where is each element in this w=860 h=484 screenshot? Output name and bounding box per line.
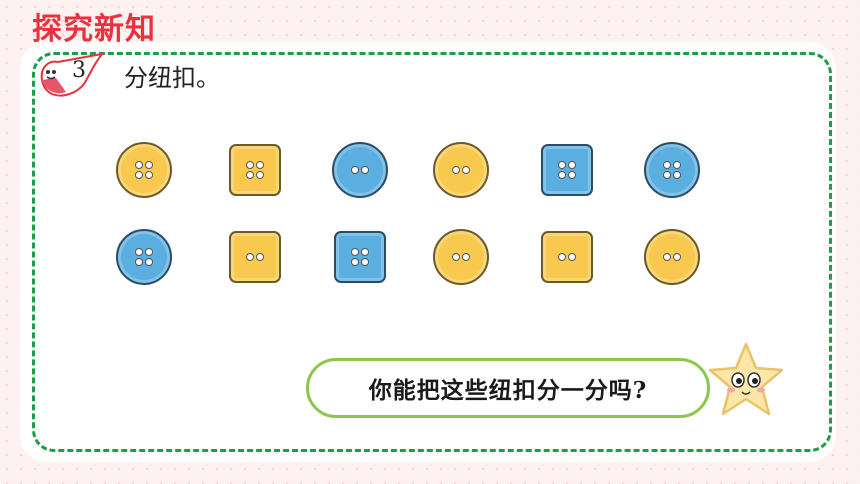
button-hole: [135, 258, 143, 266]
button-yellow-square-2hole: [229, 231, 281, 283]
button-hole: [568, 253, 576, 261]
button-hole: [452, 253, 460, 261]
button-hole: [568, 161, 576, 169]
button-yellow-square-2hole: [541, 231, 593, 283]
button-blue-square-4hole: [541, 144, 593, 196]
button-hole: [568, 171, 576, 179]
button-hole: [361, 166, 369, 174]
button-blue-circle-4hole: [644, 142, 700, 198]
section-title: 探究新知: [32, 12, 156, 47]
problem-number-badge: 3: [36, 50, 108, 100]
button-hole: [673, 253, 681, 261]
button-hole: [663, 161, 671, 169]
question-bubble: 你能把这些纽扣分一分吗?: [306, 358, 710, 418]
button-hole: [351, 248, 359, 256]
button-hole: [558, 253, 566, 261]
star-mascot-icon: [708, 342, 784, 416]
button-hole: [558, 171, 566, 179]
pen-nib-icon: [40, 52, 105, 97]
button-yellow-circle-2hole: [433, 229, 489, 285]
button-hole: [256, 171, 264, 179]
button-hole: [256, 161, 264, 169]
button-hole: [663, 171, 671, 179]
button-hole: [145, 248, 153, 256]
button-hole: [663, 253, 671, 261]
button-hole: [145, 171, 153, 179]
button-hole: [246, 161, 254, 169]
problem-text: 分纽扣。: [124, 64, 220, 92]
button-hole: [673, 161, 681, 169]
button-blue-circle-2hole: [332, 142, 388, 198]
button-blue-circle-4hole: [116, 229, 172, 285]
button-hole: [361, 248, 369, 256]
button-hole: [135, 171, 143, 179]
button-yellow-circle-2hole: [433, 142, 489, 198]
button-hole: [558, 161, 566, 169]
button-hole: [361, 258, 369, 266]
button-hole: [246, 253, 254, 261]
button-hole: [351, 166, 359, 174]
button-yellow-circle-4hole: [116, 142, 172, 198]
button-hole: [145, 161, 153, 169]
button-blue-square-4hole: [334, 231, 386, 283]
button-hole: [145, 258, 153, 266]
button-yellow-square-4hole: [229, 144, 281, 196]
button-hole: [351, 258, 359, 266]
button-yellow-circle-2hole: [644, 229, 700, 285]
button-hole: [462, 253, 470, 261]
button-hole: [452, 166, 460, 174]
dashed-border: [32, 52, 832, 452]
question-text: 你能把这些纽扣分一分吗?: [368, 377, 648, 404]
button-hole: [135, 248, 143, 256]
button-hole: [135, 161, 143, 169]
problem-number: 3: [72, 58, 86, 83]
button-hole: [256, 253, 264, 261]
button-hole: [673, 171, 681, 179]
button-hole: [462, 166, 470, 174]
button-hole: [246, 171, 254, 179]
